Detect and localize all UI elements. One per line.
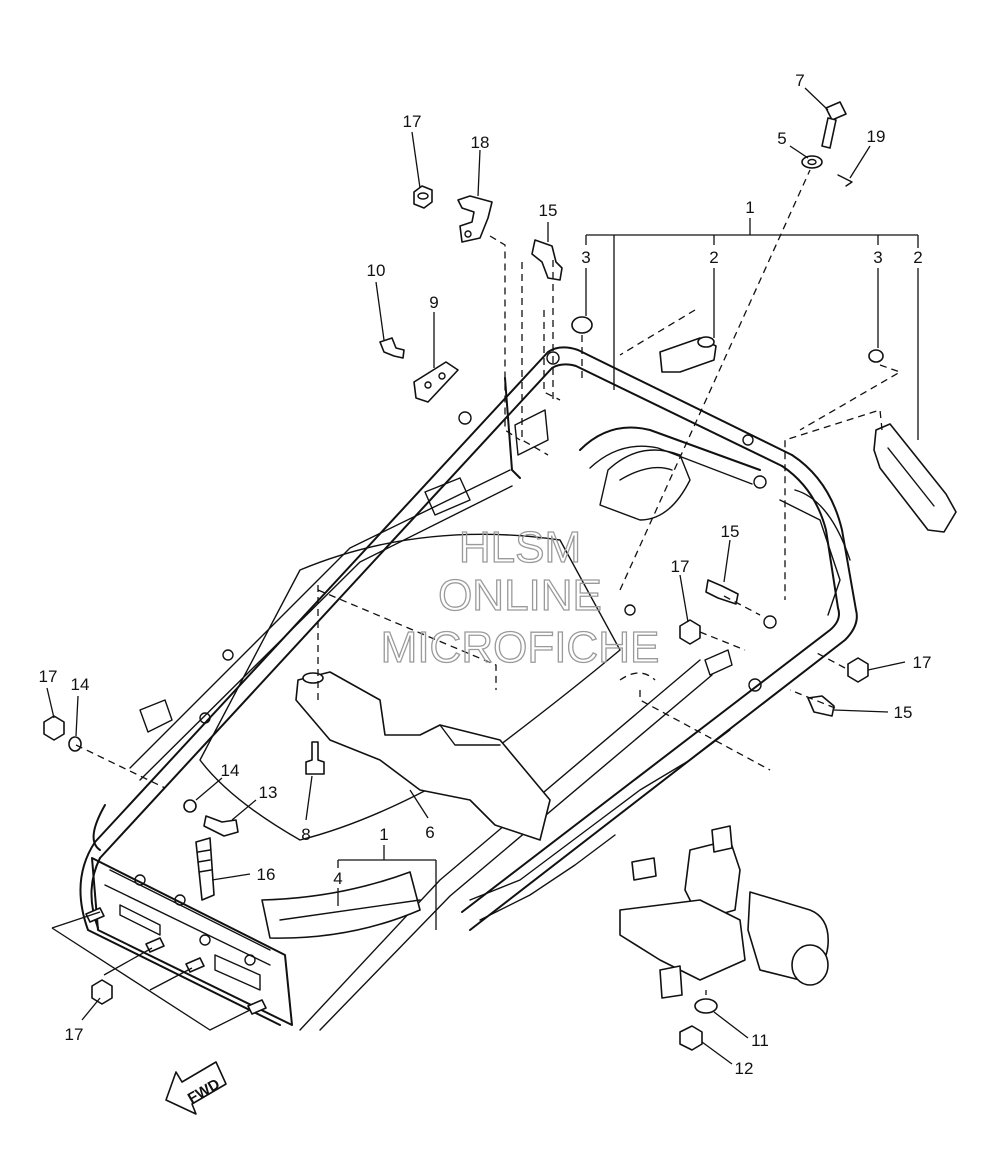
watermark-line3: MICROFICHE: [381, 623, 660, 672]
watermark-line1: HLSM: [459, 523, 581, 572]
part-15-bolt-right-lower: [807, 695, 835, 717]
callout-8: 8: [301, 825, 310, 844]
callout-18: 18: [471, 133, 490, 152]
part-13-bolt: [203, 815, 239, 837]
part-3-cap-right: [868, 349, 884, 363]
part-10-bolt: [379, 337, 405, 359]
part-17-nut-top: [413, 185, 433, 209]
part-17-nut-left: [43, 715, 65, 741]
callout-10: 10: [367, 261, 386, 280]
callout-12: 12: [735, 1059, 754, 1078]
part-17-nut-right: [679, 619, 701, 645]
part-6-plate: [295, 671, 551, 841]
watermark: HLSM ONLINE MICROFICHE: [380, 522, 660, 672]
part-7-bolt: [821, 101, 847, 149]
callout-17-right-lower: 17: [913, 653, 932, 672]
callout-17-top: 17: [403, 112, 422, 131]
part-5-washer: [801, 155, 823, 169]
part-14-washer-center: [183, 799, 197, 813]
leader-lines: [46, 87, 919, 1065]
part-16-bracket: [195, 837, 215, 901]
callout-4: 4: [333, 869, 342, 888]
callout-19: 19: [867, 127, 886, 146]
callout-16: 16: [257, 865, 276, 884]
callout-3-left: 3: [581, 248, 590, 267]
assembly-lines: [75, 169, 902, 995]
frame: [79, 346, 858, 1031]
part-15-bolt-right: [705, 579, 739, 605]
callout-15-top: 15: [539, 201, 558, 220]
part-19-pin: [837, 174, 853, 187]
callout-numbers: 1 2 2 3 3 4 5 6 7 8 9 10 11 12 13 14 14 …: [39, 71, 932, 1078]
part-14-washer-left: [68, 736, 82, 752]
part-2-pad-left: [659, 336, 717, 373]
steering-assembly: [619, 825, 829, 999]
callout-2-right: 2: [913, 248, 922, 267]
callout-15-right-lower: 15: [894, 703, 913, 722]
callout-2-left: 2: [709, 248, 718, 267]
part-11-washer: [694, 998, 718, 1014]
callout-17-bottom: 17: [65, 1025, 84, 1044]
part-9-plate: [413, 361, 459, 403]
callout-17-right: 17: [671, 557, 690, 576]
part-18-clip: [457, 195, 493, 243]
part-17-nut-right-lower: [847, 657, 869, 683]
callout-11: 11: [751, 1031, 769, 1050]
callout-9: 9: [429, 293, 438, 312]
part-17-nut-bottom: [91, 979, 113, 1005]
callout-5: 5: [777, 129, 786, 148]
callout-6: 6: [425, 823, 434, 842]
callout-1-top: 1: [745, 198, 754, 217]
callout-15-right: 15: [721, 522, 740, 541]
fwd-arrow-icon: FWD: [165, 1061, 227, 1115]
callout-1-bottom: 1: [379, 825, 388, 844]
part-8-stud: [305, 741, 325, 775]
part-12-nut: [679, 1025, 703, 1051]
callout-14-left: 14: [71, 675, 90, 694]
callout-3-right: 3: [873, 248, 882, 267]
part-15-bolt-top: [531, 239, 563, 281]
callout-13: 13: [259, 783, 278, 802]
part-2-pad-right: [873, 423, 957, 533]
part-4-cover: [261, 871, 421, 939]
watermark-line2: ONLINE: [438, 571, 602, 620]
callout-17-left: 17: [39, 667, 58, 686]
part-3-cap-left: [571, 316, 593, 334]
callout-14-center: 14: [221, 761, 240, 780]
callout-7: 7: [795, 71, 804, 90]
